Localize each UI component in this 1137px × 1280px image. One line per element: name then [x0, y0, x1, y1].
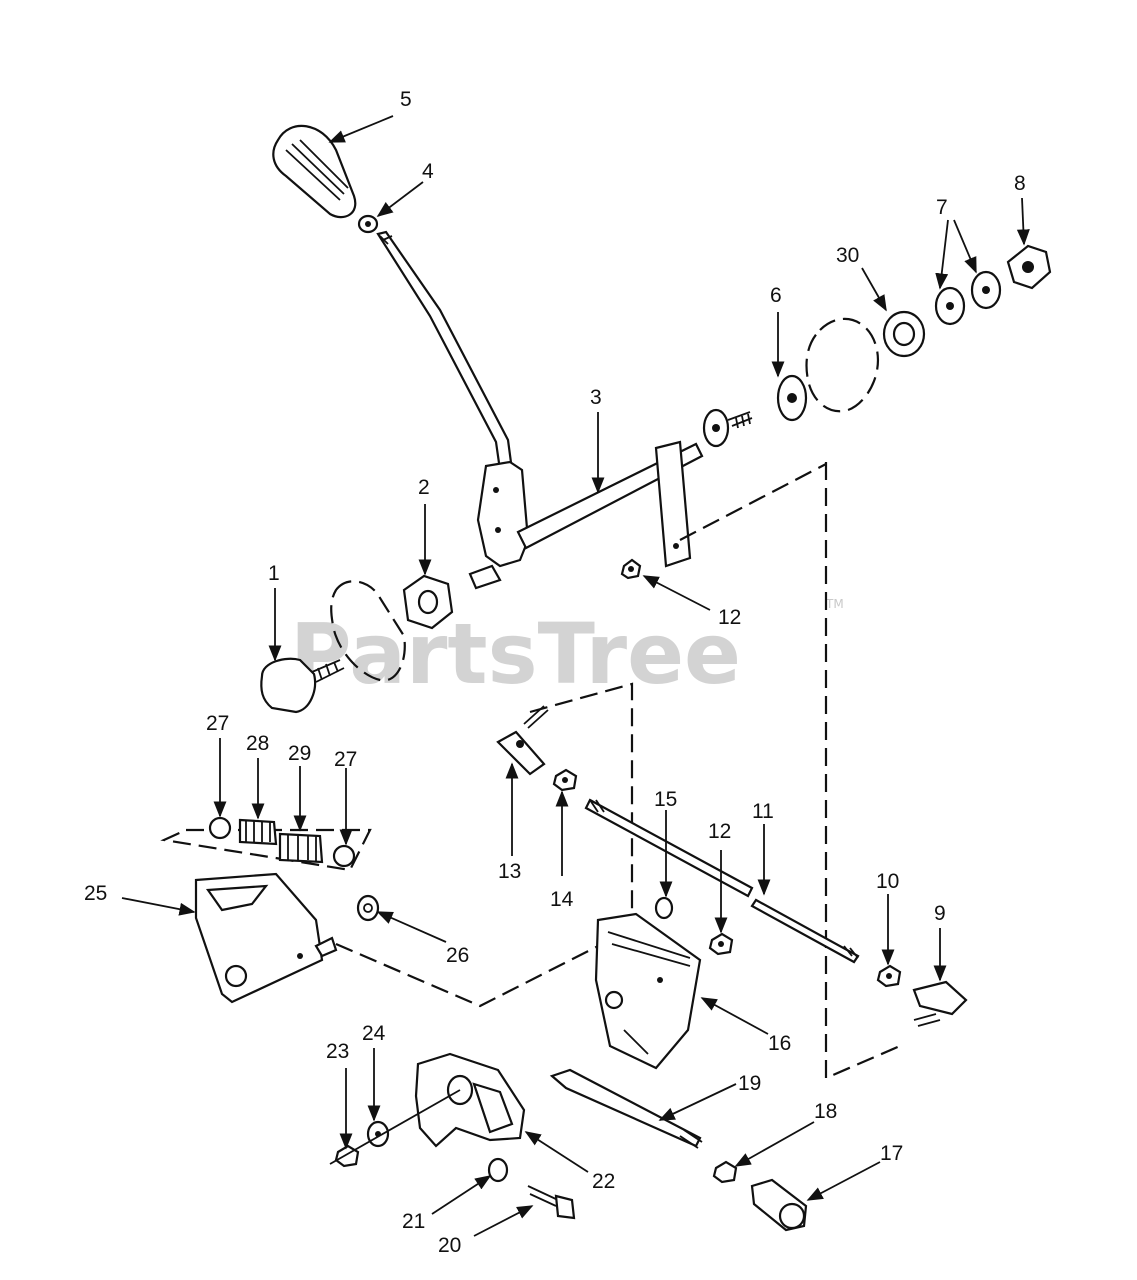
part-30-bushing [882, 310, 926, 358]
part-19-pin [549, 1068, 703, 1149]
callout-27-left: 27 [206, 712, 229, 735]
callout-26: 26 [446, 944, 469, 967]
callout-18: 18 [814, 1100, 837, 1123]
callout-3: 3 [590, 386, 602, 409]
part-25-bracket [194, 872, 338, 1004]
part-3-lever-and-shaft [376, 230, 753, 590]
callout-11: 11 [752, 800, 774, 823]
callout-22: 22 [592, 1170, 615, 1193]
part-5-handle-grip [272, 124, 357, 219]
callout-12-lower: 12 [708, 820, 731, 843]
callout-2: 2 [418, 476, 430, 499]
callout-16: 16 [768, 1032, 791, 1055]
callout-15: 15 [654, 788, 677, 811]
callout-labels: 5 4 3 2 1 6 30 7 8 12 27 28 29 27 13 14 … [84, 88, 1026, 1257]
callout-1: 1 [268, 562, 280, 585]
part-12-nut-lower [708, 932, 734, 956]
callout-10: 10 [876, 870, 899, 893]
callout-4: 4 [422, 160, 434, 183]
callout-25: 25 [84, 882, 107, 905]
callout-13: 13 [498, 860, 521, 883]
part-18-nut [712, 1160, 738, 1184]
callout-28: 28 [246, 732, 269, 755]
dashed-guide-right [824, 462, 901, 1080]
part-6-washer [776, 374, 808, 422]
callout-20: 20 [438, 1234, 461, 1257]
part-2-hex-nut [402, 574, 454, 630]
callout-14: 14 [550, 888, 574, 911]
watermark-text: PartsTree [290, 605, 741, 703]
callout-30: 30 [836, 244, 859, 267]
frame-cutout-outline-left [330, 580, 406, 682]
dashed-guide-lower [335, 939, 611, 1008]
callout-7: 7 [936, 196, 948, 219]
leader-lines [121, 115, 1030, 1237]
part-21-washer [487, 1157, 509, 1183]
part-7-washers [934, 270, 1002, 326]
part-4-nut [357, 214, 379, 234]
callout-8: 8 [1014, 172, 1026, 195]
frame-cutout-outline [805, 317, 879, 413]
part-11-rod [584, 798, 860, 964]
part-13-swivel [496, 705, 549, 776]
callout-9: 9 [934, 902, 946, 925]
callout-29: 29 [288, 742, 311, 765]
part-16-plate [594, 912, 702, 1070]
part-27-28-29-spring-assembly [160, 816, 372, 872]
callout-17: 17 [880, 1142, 903, 1165]
part-9-swivel [912, 980, 968, 1027]
watermark-trademark: TM [825, 597, 844, 611]
part-22-bracket [414, 1052, 526, 1148]
callout-21: 21 [402, 1210, 425, 1233]
callout-19: 19 [738, 1072, 761, 1095]
callout-12-upper: 12 [718, 606, 741, 629]
part-8-lock-nut [1006, 244, 1052, 290]
part-26-ring [356, 894, 380, 922]
callout-27-right: 27 [334, 748, 357, 771]
dashed-guide-upper [679, 463, 827, 541]
dashed-guide-center [529, 682, 634, 990]
part-20-bolt [527, 1185, 576, 1220]
callout-5: 5 [400, 88, 412, 111]
part-24-washer [366, 1120, 390, 1148]
callout-24: 24 [362, 1022, 386, 1045]
part-14-nut [552, 768, 578, 792]
callout-23: 23 [326, 1040, 349, 1063]
part-15-washer [654, 896, 674, 920]
part-10-nut [876, 964, 902, 988]
part-12-nut-upper [620, 558, 642, 580]
axis-line-22 [329, 1089, 461, 1165]
part-17-ferrule [750, 1178, 808, 1232]
callout-6: 6 [770, 284, 782, 307]
